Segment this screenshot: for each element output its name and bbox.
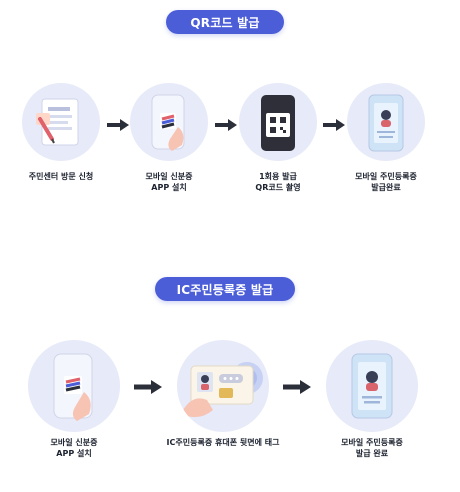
arrow-right-icon (134, 380, 162, 394)
step-install-app (28, 340, 120, 432)
section-title-ic: IC주민등록증 발급 (155, 277, 295, 301)
step-visit-office (22, 83, 100, 161)
step-label-line: 주민센터 방문 신청 (28, 172, 94, 181)
step-label: 모바일 주민등록증 발급 완료 (341, 437, 403, 459)
id-card-phone-icon (351, 353, 393, 419)
step-label-line: 발급완료 (371, 183, 401, 192)
section-title-qr-text: QR코드 발급 (190, 15, 260, 30)
step-issued (347, 83, 425, 161)
phone-app-icon (53, 353, 93, 421)
qr-code-phone-icon (261, 95, 295, 151)
section-title-qr: QR코드 발급 (166, 10, 284, 34)
step-issued (326, 340, 418, 432)
ic-card-tag-icon (183, 362, 263, 418)
id-card-phone-icon (368, 94, 404, 152)
step-label-line: APP 설치 (56, 449, 92, 458)
step-scan-qr (239, 83, 317, 161)
step-label: 모바일 신분증 APP 설치 (146, 171, 193, 193)
step-label: IC주민등록증 휴대폰 뒷면에 태그 (167, 437, 280, 448)
arrow-right-icon (283, 380, 311, 394)
arrow-right-icon (323, 119, 345, 131)
arrow-right-icon (107, 119, 129, 131)
step-label: 모바일 주민등록증 발급완료 (355, 171, 417, 193)
step-label-line: 모바일 신분증 (145, 172, 193, 181)
step-label-line: 모바일 신분증 (50, 438, 98, 447)
step-label: 주민센터 방문 신청 (29, 171, 93, 182)
step-label-line: APP 설치 (151, 183, 187, 192)
step-label-line: 발급 완료 (355, 449, 389, 458)
arrow-right-icon (215, 119, 237, 131)
step-label-line: QR코드 촬영 (255, 183, 301, 192)
step-label-line: 1회용 발급 (259, 172, 297, 181)
step-label-line: IC주민등록증 휴대폰 뒷면에 태그 (166, 438, 280, 447)
step-install-app (130, 83, 208, 161)
document-pen-icon (36, 98, 79, 146)
step-label: 1회용 발급 QR코드 촬영 (255, 171, 300, 193)
step-tag-ic-card (177, 340, 269, 432)
section-title-ic-text: IC주민등록증 발급 (176, 282, 274, 297)
step-label-line: 모바일 주민등록증 (341, 438, 403, 447)
phone-app-icon (151, 94, 185, 151)
step-label: 모바일 신분증 APP 설치 (51, 437, 98, 459)
step-label-line: 모바일 주민등록증 (355, 172, 417, 181)
